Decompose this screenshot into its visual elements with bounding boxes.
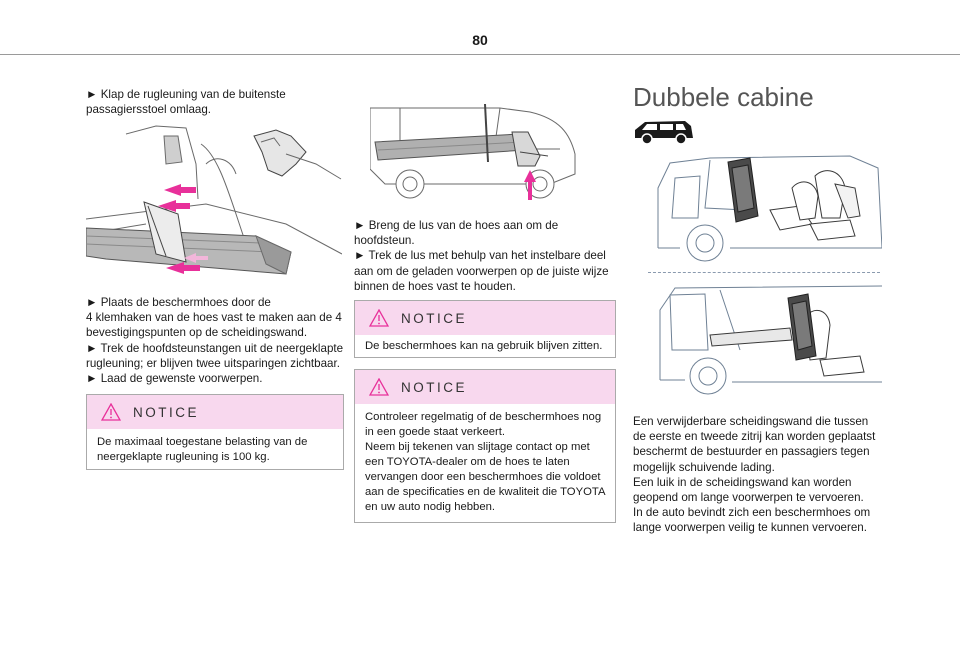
figure-van-headrest-loop — [370, 104, 576, 200]
step-loop-headrest: ► Breng de lus van de hoes aan om de hoo… — [354, 219, 609, 293]
notice-body: Controleer regelmatig of de beschermhoes… — [365, 411, 606, 513]
figure-divider — [648, 272, 880, 273]
notice-body: De maximaal toegestane belasting van de … — [97, 436, 308, 463]
page-number: 80 — [472, 32, 488, 48]
notice-inspect-cover: NOTICE Controleer regelmatig of de besch… — [354, 369, 616, 523]
notice-body: De beschermhoes kan na gebruik blijven z… — [365, 340, 603, 352]
notice-header: NOTICE — [355, 370, 615, 404]
figure-cabin-partition-bottom — [659, 285, 882, 395]
section-title: Dubbele cabine — [633, 82, 814, 112]
step-place-cover: ► Plaats de beschermhoes door de 4 klemh… — [86, 296, 344, 386]
header-rule — [0, 54, 960, 55]
notice-header: NOTICE — [87, 395, 343, 429]
notice-cover-stays: NOTICE De beschermhoes kan na gebruik bl… — [354, 300, 616, 358]
figure-cabin-partition-top — [657, 155, 882, 262]
notice-title: NOTICE — [401, 380, 468, 395]
notice-max-load: NOTICE De maximaal toegestane belasting … — [86, 394, 344, 470]
warning-triangle-icon — [369, 309, 389, 327]
warning-triangle-icon — [101, 403, 121, 421]
notice-title: NOTICE — [133, 405, 200, 420]
figure-seat-cover — [86, 125, 342, 275]
van-silhouette-icon — [635, 121, 693, 145]
warning-triangle-icon — [369, 378, 389, 396]
cabin-description: Een verwijderbare scheidingswand die tus… — [633, 415, 876, 535]
notice-title: NOTICE — [401, 311, 468, 326]
step-fold-seat: ► Klap de rugleuning van de buitenste pa… — [86, 88, 286, 117]
notice-header: NOTICE — [355, 301, 615, 335]
